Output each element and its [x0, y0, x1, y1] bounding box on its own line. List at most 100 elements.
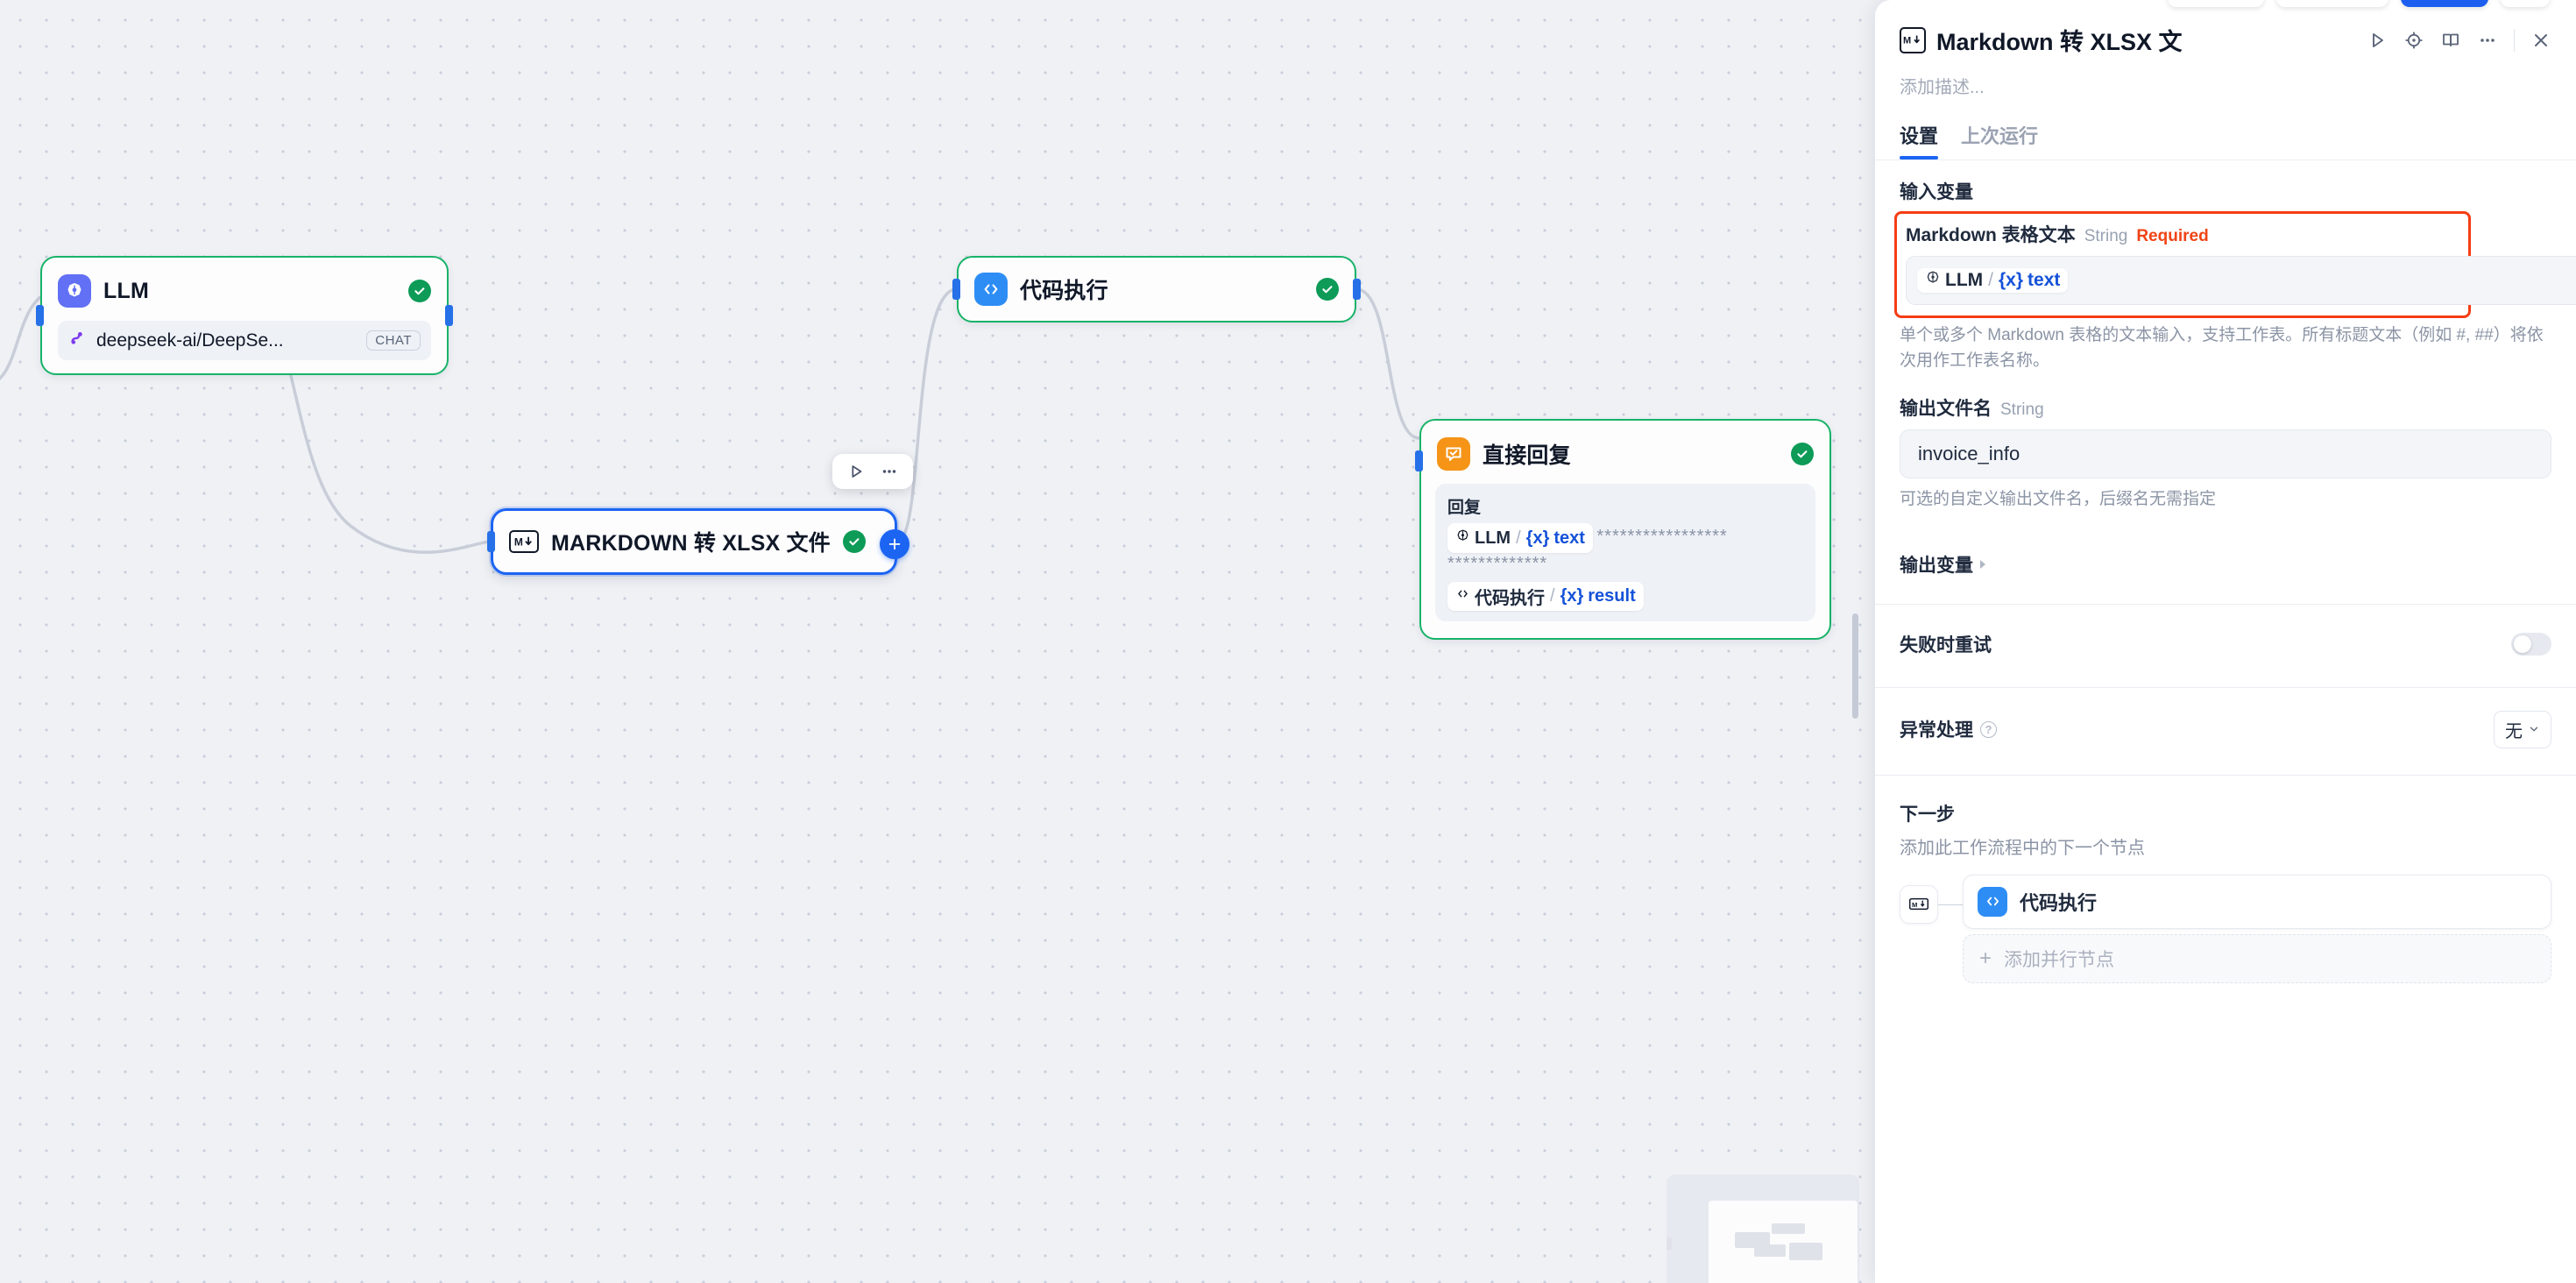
- variable-separator: /: [1516, 528, 1521, 548]
- tab-settings[interactable]: 设置: [1900, 121, 1939, 159]
- masked-text: *****************: [1596, 527, 1728, 547]
- toolbar-chip[interactable]: [2168, 0, 2264, 7]
- variable-pill-llm-text[interactable]: LLM / {x} text: [1917, 268, 2069, 293]
- help-icon[interactable]: ?: [1980, 720, 1997, 738]
- play-icon[interactable]: [846, 462, 866, 481]
- variable-pill-llm-text[interactable]: LLM / {x} text: [1447, 523, 1593, 553]
- variable-name: result: [1588, 586, 1636, 606]
- next-node-title: 代码执行: [2020, 891, 2098, 914]
- status-success-icon: [842, 530, 866, 553]
- variable-pill-code-result[interactable]: 代码执行 / {x} result: [1447, 582, 1644, 611]
- plus-icon: +: [1979, 946, 1992, 970]
- svg-text:M: M: [1903, 36, 1911, 46]
- error-handling-row: 异常处理 ? 无: [1900, 710, 2551, 748]
- node-output-port[interactable]: [1353, 279, 1361, 300]
- retry-toggle[interactable]: [2511, 632, 2551, 656]
- divider: [2514, 28, 2515, 52]
- panel-title[interactable]: Markdown 转 XLSX 文: [1936, 29, 2183, 55]
- filename-label-row: 输出文件名 String: [1900, 394, 2551, 421]
- toolbar-chip[interactable]: [2276, 0, 2388, 7]
- section-title: 输入变量: [1900, 182, 1973, 202]
- workflow-canvas[interactable]: LLM deepseek-ai/DeepSe... CHAT: [0, 0, 1875, 1283]
- markdown-icon: M: [509, 530, 539, 553]
- svg-text:M: M: [1912, 901, 1917, 909]
- section-divider: [1875, 774, 2576, 776]
- error-handling-select[interactable]: 无: [2494, 710, 2551, 748]
- markdown-icon: M: [1900, 26, 1926, 53]
- canvas-node-answer[interactable]: 直接回复 回复: [1415, 419, 1831, 640]
- node-input-port[interactable]: [487, 531, 495, 552]
- minimap-node: [1754, 1244, 1786, 1257]
- tabs-divider: [1875, 159, 2576, 160]
- status-success-icon: [1316, 278, 1339, 301]
- variable-name: text: [1553, 528, 1585, 548]
- input-value: invoice_info: [1918, 443, 2020, 464]
- section-title: 输出变量: [1900, 555, 1973, 576]
- panel-actions: [2367, 28, 2551, 52]
- model-provider-icon: [68, 329, 88, 352]
- toolbar-chip[interactable]: [2501, 0, 2550, 7]
- add-parallel-node-button[interactable]: + 添加并行节点: [1963, 933, 2551, 983]
- output-variables-toggle[interactable]: 输出变量: [1900, 551, 2551, 578]
- close-icon[interactable]: [2530, 30, 2551, 51]
- model-row[interactable]: deepseek-ai/DeepSe... CHAT: [58, 321, 431, 360]
- canvas-node-llm[interactable]: LLM deepseek-ai/DeepSe... CHAT: [36, 256, 453, 375]
- markdown-text-input[interactable]: LLM / {x} text: [1906, 256, 2576, 305]
- node-input-port[interactable]: [1415, 450, 1423, 471]
- target-icon[interactable]: [2403, 30, 2424, 51]
- answer-bubble-icon: [1437, 437, 1470, 471]
- llm-brain-icon: [1925, 270, 1941, 291]
- node-input-port[interactable]: [36, 305, 44, 326]
- retry-label: 失败时重试: [1900, 634, 1992, 656]
- answer-line-2: 代码执行 / {x} result: [1447, 582, 1803, 611]
- variable-source: LLM: [1945, 270, 1984, 290]
- answer-line-1: LLM / {x} text *****************: [1447, 523, 1803, 553]
- minimap-node: [1789, 1243, 1822, 1260]
- canvas-node-markdown-to-xlsx[interactable]: M MARKDOWN 转 XLSX 文件 +: [487, 508, 909, 575]
- node-output-port[interactable]: [445, 305, 453, 326]
- field-hint: 单个或多个 Markdown 表格的文本输入，支持工作表。所有标题文本（例如 #…: [1900, 326, 2544, 370]
- node-detail-panel[interactable]: M Markdown 转 XLSX 文: [1852, 0, 2576, 1283]
- ellipsis-icon[interactable]: [880, 462, 899, 481]
- highlight-annotation: Markdown 表格文本 String Required: [1894, 211, 2576, 318]
- variable-brace-icon: {x}: [1560, 586, 1584, 606]
- minimap-node: [1735, 1232, 1770, 1248]
- node-title: MARKDOWN 转 XLSX 文件: [551, 531, 831, 556]
- answer-content-box: 回复 LLM / {x}: [1435, 484, 1815, 621]
- toolbar-chip-primary[interactable]: [2401, 0, 2488, 7]
- more-icon[interactable]: [2477, 30, 2498, 51]
- output-filename-input[interactable]: invoice_info: [1900, 429, 2551, 478]
- minimap-node: [1667, 1237, 1672, 1250]
- node-title: 代码执行: [1020, 279, 1108, 303]
- next-step-node-code-exec[interactable]: 代码执行: [1963, 874, 2551, 929]
- model-type-tag: CHAT: [366, 330, 421, 351]
- run-icon[interactable]: [2367, 30, 2388, 51]
- code-brackets-icon: [974, 273, 1008, 306]
- chevron-right-icon: [1980, 559, 1985, 569]
- canvas-minimap[interactable]: [1667, 1174, 1859, 1283]
- node-mini-toolbar[interactable]: [832, 454, 913, 489]
- variable-brace-icon: {x}: [1525, 528, 1550, 548]
- node-input-port[interactable]: [952, 279, 960, 300]
- panel-description-input[interactable]: 添加描述...: [1900, 78, 1985, 97]
- output-variables-section: 输出变量: [1875, 513, 2576, 578]
- panel-resize-handle[interactable]: [1852, 613, 1858, 719]
- node-header: 直接回复: [1421, 421, 1829, 475]
- input-variables-section: 输入变量 Markdown 表格文本 String Required: [1875, 160, 2576, 513]
- top-toolbar-partial[interactable]: [2168, 0, 2550, 7]
- add-next-node-button[interactable]: +: [880, 529, 909, 559]
- add-parallel-label: 添加并行节点: [2004, 949, 2115, 970]
- node-title: 直接回复: [1483, 443, 1571, 468]
- canvas-edges: [0, 287, 1420, 554]
- connector-line: [1938, 904, 1963, 905]
- book-icon[interactable]: [2440, 30, 2461, 51]
- field-type: String: [2000, 400, 2044, 419]
- tab-last-run[interactable]: 上次运行: [1961, 125, 2039, 147]
- chevron-down-icon: [2530, 727, 2538, 732]
- retry-section: 失败时重试: [1875, 605, 2576, 657]
- next-step-graph: M 代码执行: [1900, 874, 2551, 983]
- minimap-viewport: [1709, 1201, 1858, 1283]
- panel-body: 输入变量 Markdown 表格文本 String Required: [1875, 160, 2576, 1283]
- llm-brain-icon: [1455, 525, 1470, 551]
- canvas-node-code-exec[interactable]: 代码执行: [952, 256, 1361, 323]
